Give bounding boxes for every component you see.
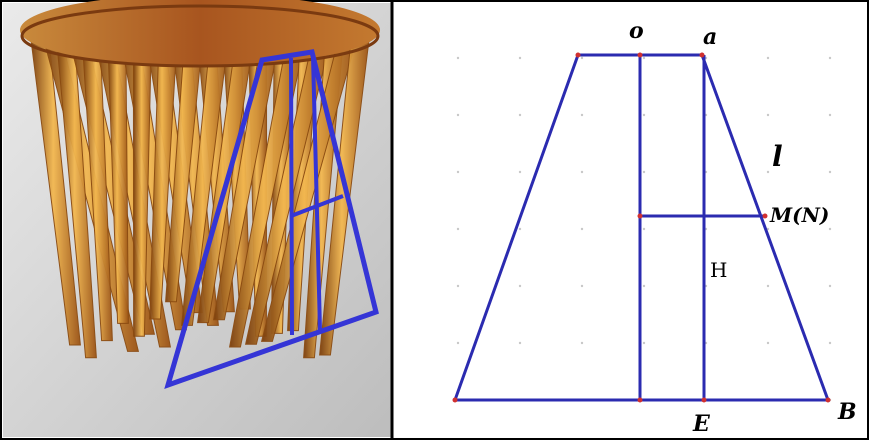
grid-dot	[518, 341, 522, 345]
point-a	[699, 52, 705, 58]
stool-seat-rim	[20, 4, 380, 68]
trapezoid	[452, 53, 831, 402]
overlay-frame	[164, 49, 379, 389]
grid-dot	[518, 227, 522, 231]
point-bottom-center	[637, 397, 643, 403]
grid-dot	[580, 170, 584, 174]
point-o	[637, 52, 643, 58]
label-a: a	[703, 24, 717, 50]
overlay-height	[311, 55, 322, 331]
diagram-labels: o a l M(N) H E B	[629, 18, 857, 437]
point-center-axis	[637, 213, 643, 219]
grid-dot	[518, 113, 522, 117]
label-l: l	[772, 140, 783, 173]
point-top-left	[575, 52, 581, 58]
label-mn: M(N)	[769, 203, 829, 227]
grid-dot	[456, 170, 460, 174]
stool-legs	[30, 39, 370, 359]
grid-dot	[828, 56, 832, 60]
grid-dot	[828, 113, 832, 117]
grid-dot	[828, 227, 832, 231]
grid-dot	[642, 170, 646, 174]
grid-dot	[828, 341, 832, 345]
geometry-diagram: o a l M(N) H E B	[452, 18, 857, 437]
label-b: B	[837, 399, 857, 425]
point-e	[701, 397, 707, 403]
point-m	[762, 213, 768, 219]
stool-seat	[20, 0, 380, 66]
grid-dot	[766, 284, 770, 288]
point-bottom-left	[452, 397, 458, 403]
vertex-points	[452, 52, 831, 403]
label-h: H	[710, 258, 727, 282]
grid-dot	[456, 56, 460, 60]
grid-dot	[456, 284, 460, 288]
label-e: E	[692, 411, 711, 437]
grid-dot	[828, 284, 832, 288]
grid-dot	[580, 56, 584, 60]
grid-dot	[766, 113, 770, 117]
grid-dots	[456, 56, 832, 402]
grid-dot	[580, 113, 584, 117]
grid-dot	[642, 56, 646, 60]
grid-dot	[642, 341, 646, 345]
grid-dot	[766, 227, 770, 231]
grid-dot	[580, 341, 584, 345]
grid-dot	[580, 227, 584, 231]
grid-dot	[456, 227, 460, 231]
overlay-crossbar	[290, 194, 344, 218]
grid-dot	[580, 284, 584, 288]
grid-dot	[766, 341, 770, 345]
grid-dot	[642, 284, 646, 288]
grid-dot	[766, 56, 770, 60]
grid-dot	[456, 341, 460, 345]
overlay-axis	[289, 57, 294, 336]
grid-dot	[766, 170, 770, 174]
stool-photo	[3, 0, 392, 437]
label-o: o	[629, 18, 644, 44]
grid-dot	[642, 113, 646, 117]
grid-dot	[518, 170, 522, 174]
grid-dot	[456, 113, 460, 117]
photo-overlay	[164, 49, 379, 389]
point-b	[825, 397, 831, 403]
grid-dot	[518, 284, 522, 288]
grid-dot	[642, 227, 646, 231]
grid-dot	[828, 170, 832, 174]
grid-dot	[518, 56, 522, 60]
